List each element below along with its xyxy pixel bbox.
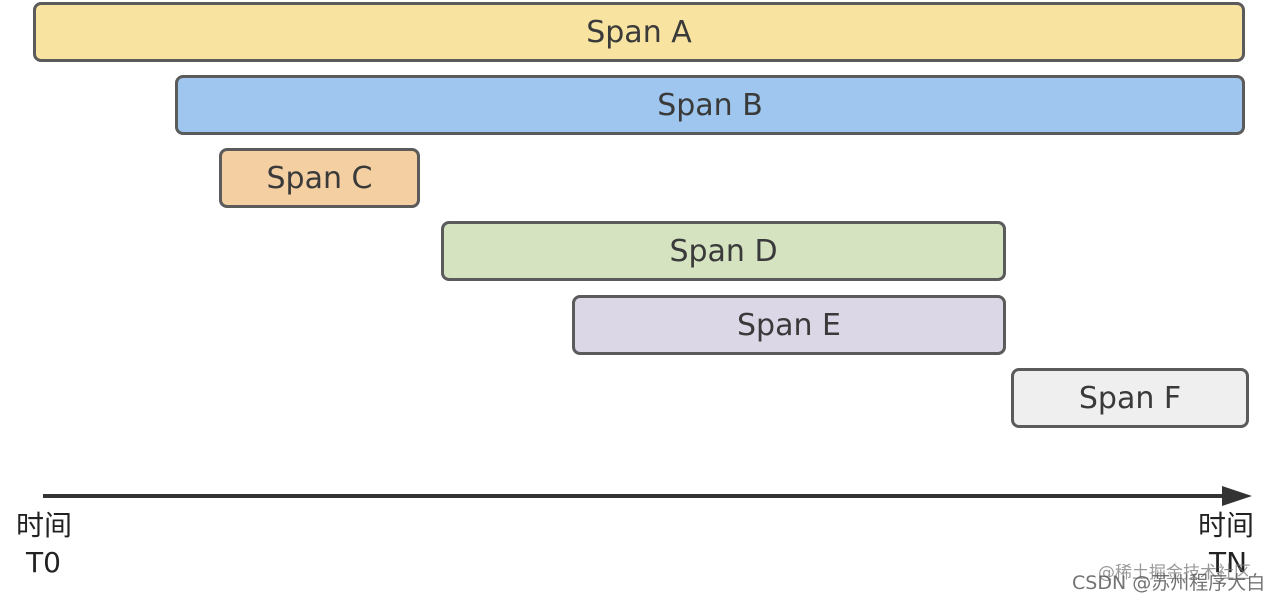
span-e-bar: Span E — [572, 295, 1006, 355]
csdn-watermark: CSDN @苏州程序大白 — [1072, 572, 1266, 594]
span-a-label: Span A — [586, 14, 692, 50]
span-e-label: Span E — [737, 307, 841, 343]
span-d-label: Span D — [669, 233, 778, 269]
time-axis-arrowhead-icon — [1222, 486, 1252, 506]
axis-start-time-label: 时间 — [16, 509, 73, 542]
span-d-bar: Span D — [441, 221, 1006, 281]
juejin-watermark: @稀土掘金技术社区 — [1098, 563, 1251, 583]
span-c-bar: Span C — [219, 148, 420, 208]
span-b-bar: Span B — [175, 75, 1245, 135]
span-b-label: Span B — [657, 87, 763, 123]
span-f-bar: Span F — [1011, 368, 1249, 428]
span-a-bar: Span A — [33, 2, 1245, 62]
axis-end-time-label: 时间 — [1198, 509, 1255, 542]
axis-start-t0-label: T0 — [26, 546, 61, 579]
span-c-label: Span C — [266, 160, 373, 196]
span-f-label: Span F — [1078, 380, 1182, 416]
axis-end-tn-label: TN — [1209, 546, 1248, 579]
